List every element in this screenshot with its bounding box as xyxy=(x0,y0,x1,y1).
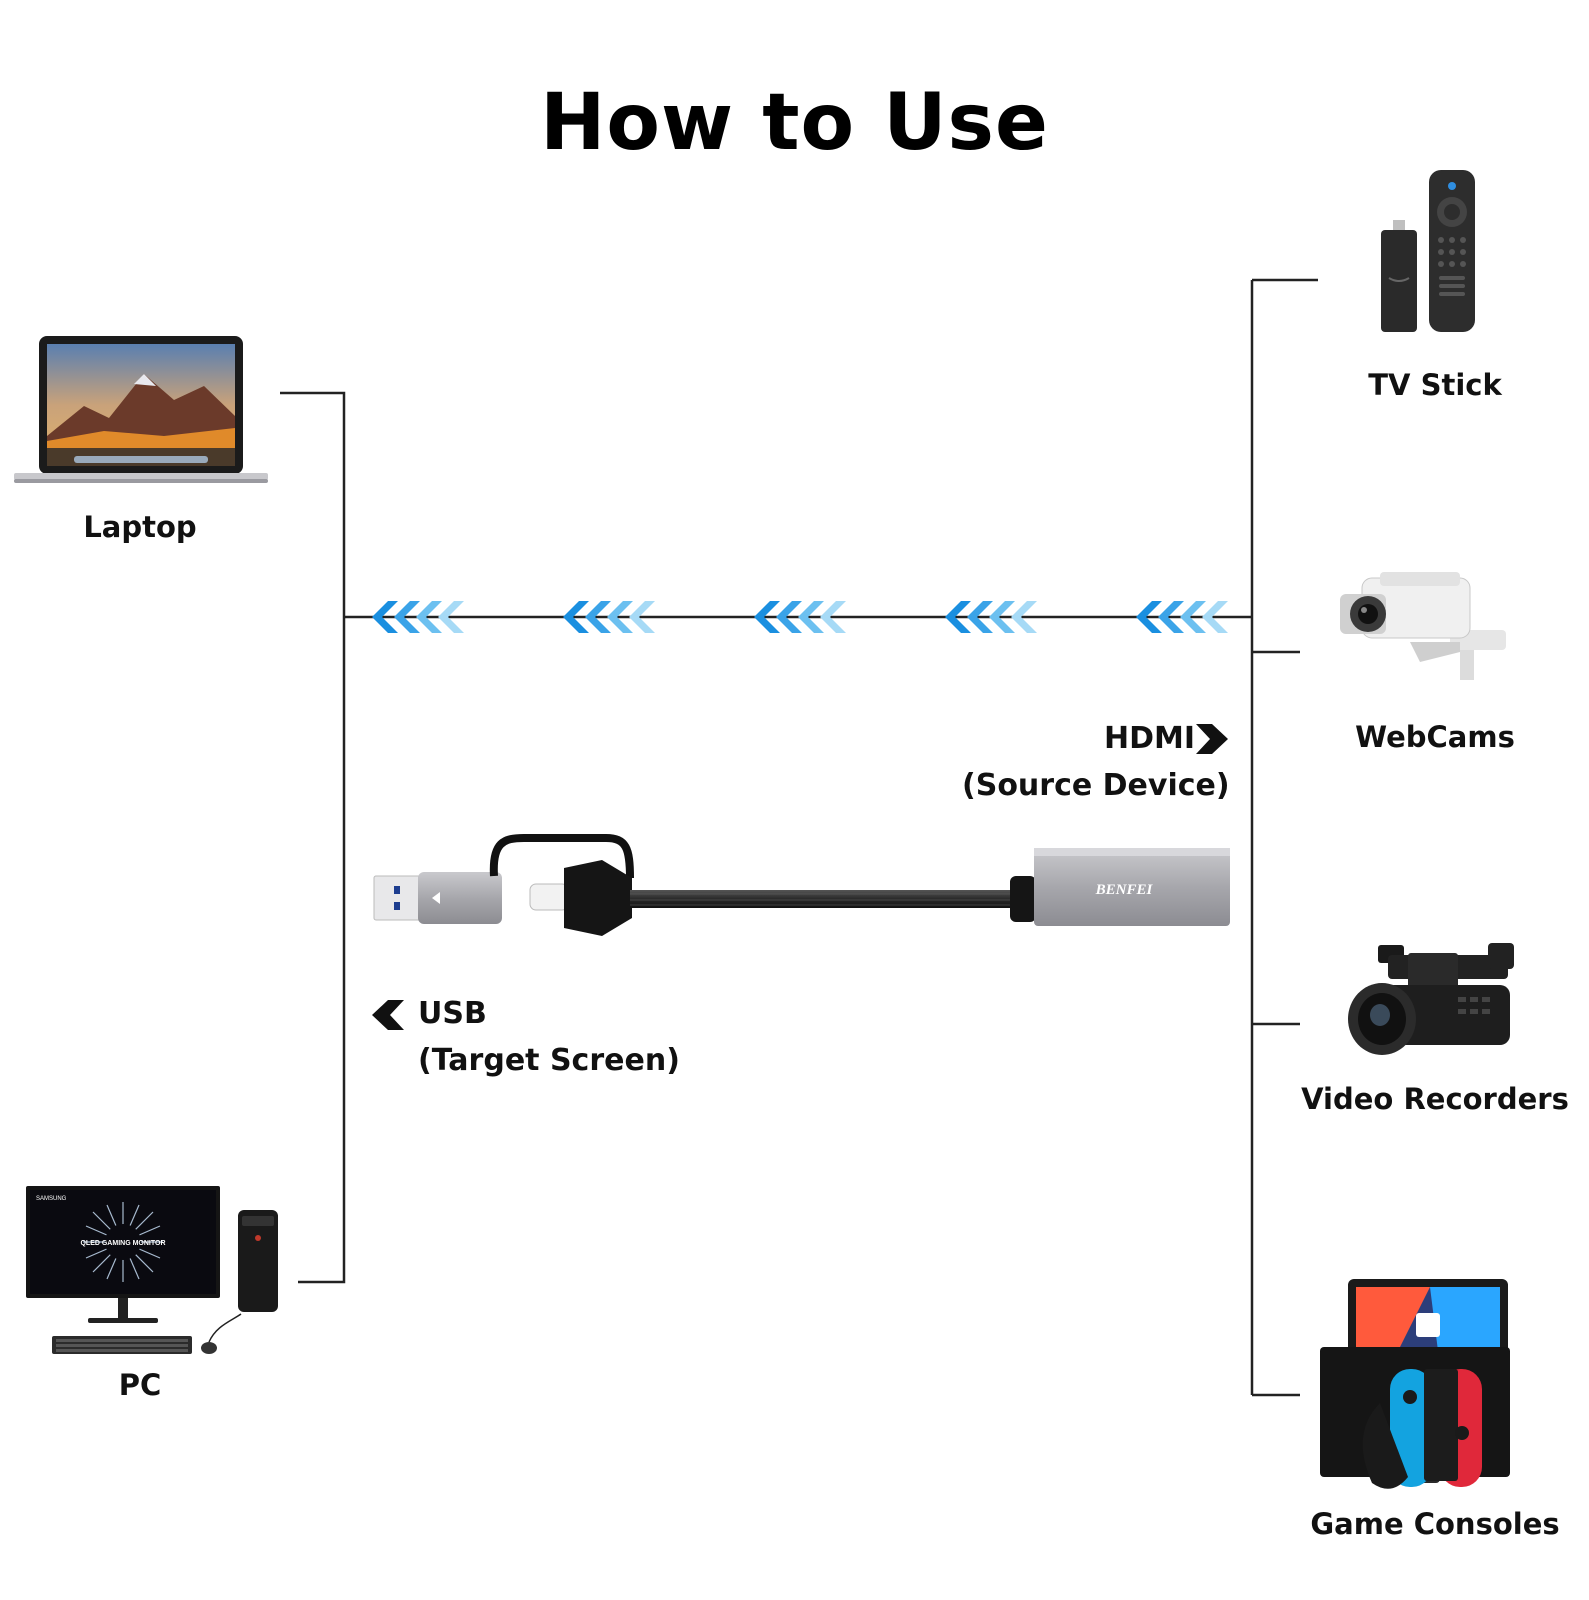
laptop-icon xyxy=(14,336,268,483)
game-console-icon xyxy=(1320,1279,1510,1489)
usb-sublabel: (Target Screen) xyxy=(418,1043,680,1078)
video-recorders-label: Video Recorders xyxy=(1301,1082,1569,1116)
page-title: How to Use xyxy=(540,78,1049,168)
capture-cable-image: BENFEI xyxy=(373,834,1230,936)
pc-icon: QLED GAMING MONITOR SAMSUNG xyxy=(26,1186,278,1354)
chevron-group-4 xyxy=(945,601,1037,633)
chevron-group-1 xyxy=(372,601,464,633)
usb-label: USB xyxy=(418,996,487,1031)
hdmi-sublabel: (Source Device) xyxy=(962,768,1230,803)
tv-stick-label: TV Stick xyxy=(1368,368,1502,402)
game-consoles-label: Game Consoles xyxy=(1310,1507,1560,1541)
monitor-screen-text: QLED GAMING MONITOR xyxy=(80,1240,165,1247)
laptop-connector xyxy=(280,391,346,1284)
tv-stick-icon xyxy=(1381,170,1475,332)
laptop-label: Laptop xyxy=(83,510,197,544)
monitor-brand-text: SAMSUNG xyxy=(36,1196,67,1202)
pc-label: PC xyxy=(118,1368,162,1402)
chevron-right-icon xyxy=(1196,724,1228,754)
chevron-group-2 xyxy=(563,601,655,633)
video-recorder-icon xyxy=(1348,943,1514,1055)
webcams-label: WebCams xyxy=(1355,720,1515,754)
chevron-group-5 xyxy=(1136,601,1228,633)
product-brand-text: BENFEI xyxy=(1095,882,1154,898)
webcam-icon xyxy=(1340,572,1506,680)
chevron-group-3 xyxy=(754,601,846,633)
hdmi-label: HDMI xyxy=(1104,721,1196,756)
chevron-left-icon xyxy=(372,1000,404,1030)
